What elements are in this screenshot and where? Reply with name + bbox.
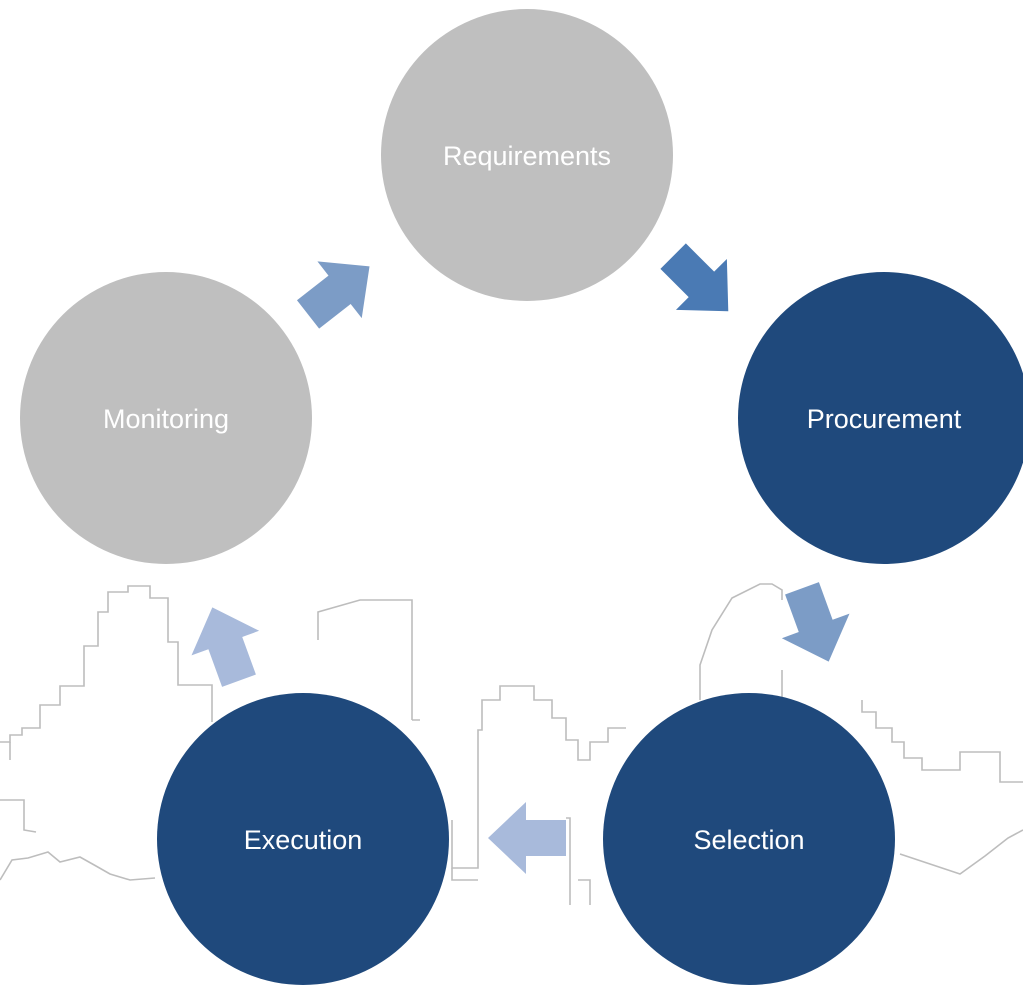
arrow-monitoring-to-requirements <box>296 261 370 329</box>
skyline-right-base <box>899 829 1023 875</box>
skyline-center <box>317 599 420 721</box>
skyline-right <box>861 700 1023 783</box>
node-circle-selection <box>603 693 895 985</box>
skyline-outline <box>0 583 1023 905</box>
node-label-monitoring: Monitoring <box>103 404 229 434</box>
cycle-nodes: Requirements Procurement Selection Execu… <box>20 9 1023 985</box>
cycle-arrows <box>191 243 850 874</box>
node-circle-procurement <box>738 272 1023 564</box>
arrow-selection-to-execution <box>488 802 566 874</box>
node-procurement: Procurement <box>738 272 1023 564</box>
node-circle-execution <box>157 693 449 985</box>
arrow-execution-to-monitoring <box>191 607 260 687</box>
node-execution: Execution <box>157 693 449 985</box>
node-monitoring: Monitoring <box>20 272 312 564</box>
node-label-execution: Execution <box>244 825 363 855</box>
skyline-left <box>0 585 213 743</box>
skyline-center-low <box>451 817 591 905</box>
node-label-selection: Selection <box>693 825 804 855</box>
skyline-center-right <box>451 685 626 869</box>
node-label-requirements: Requirements <box>443 141 611 171</box>
node-label-procurement: Procurement <box>807 404 962 434</box>
arrow-requirements-to-procurement <box>660 243 729 312</box>
node-requirements: Requirements <box>381 9 673 301</box>
arrow-procurement-to-selection <box>781 582 850 662</box>
node-selection: Selection <box>603 693 895 985</box>
node-circle-requirements <box>381 9 673 301</box>
skyline-left-base <box>0 851 156 881</box>
skyline-left-spire <box>0 742 37 833</box>
node-circle-monitoring <box>20 272 312 564</box>
